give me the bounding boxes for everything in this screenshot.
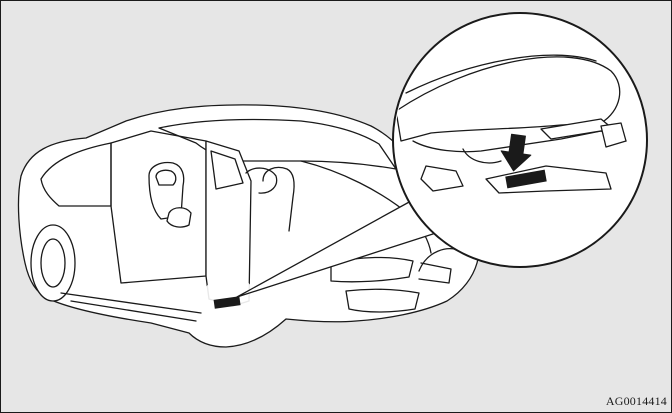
side-mirror [167, 208, 191, 227]
rear-wheel [31, 225, 75, 301]
highlight-spot [201, 275, 257, 331]
figure-code: AG0014414 [606, 394, 667, 409]
magnified-callout [393, 13, 647, 267]
